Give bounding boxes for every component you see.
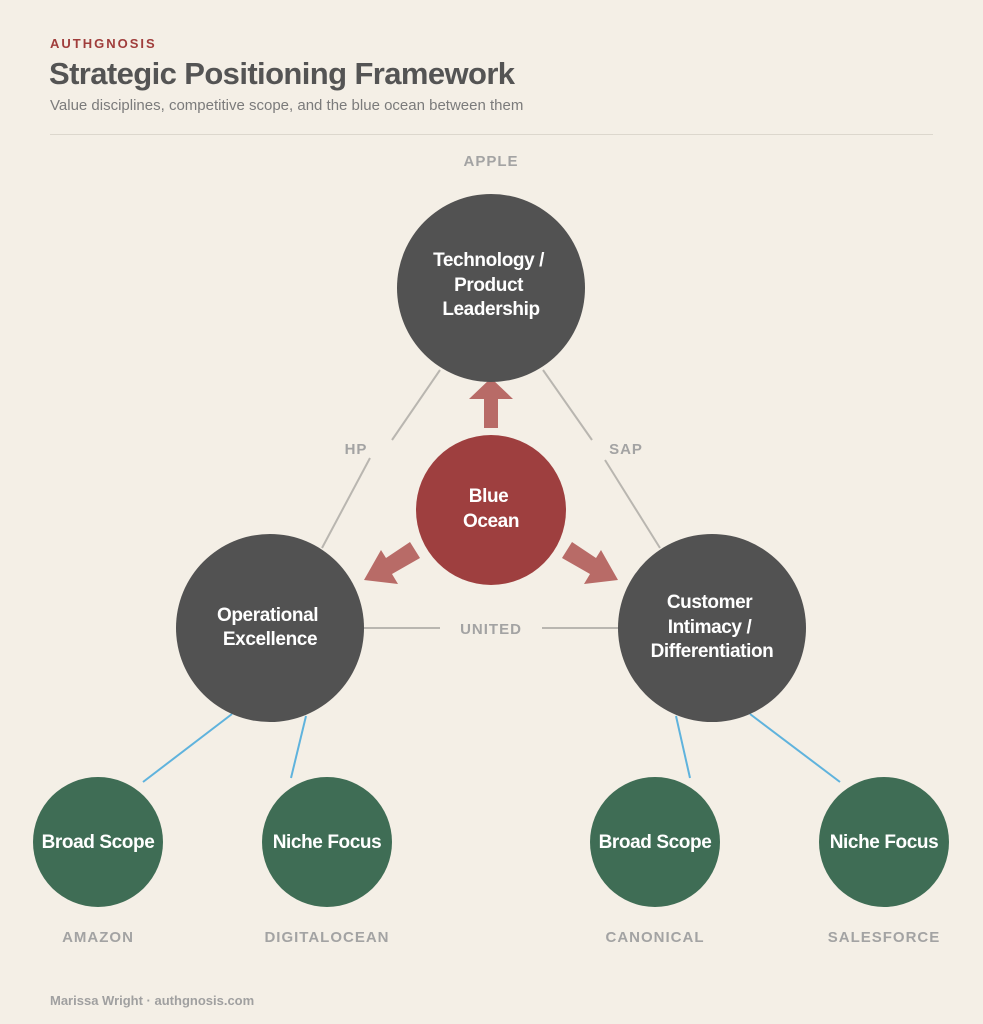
- discipline-technology-circle: [397, 194, 585, 382]
- edge-tech-ops-lower: [321, 457, 371, 549]
- example-label-canonical: CANONICAL: [606, 929, 705, 946]
- discipline-operational-label: Operational Excellence: [217, 605, 323, 650]
- page-subtitle: Value disciplines, competitive scope, an…: [50, 97, 524, 114]
- scope-ops-niche-label: Niche Focus: [273, 832, 382, 853]
- edge-label-hp: HP: [345, 441, 368, 458]
- edge-tech-cust-upper: [542, 369, 593, 441]
- scope-cust-broad-circle: [590, 777, 720, 907]
- link-cust-broad: [675, 715, 691, 779]
- arrow-down-right: [562, 542, 618, 584]
- example-label-apple: APPLE: [463, 153, 518, 170]
- discipline-customer-circle: [618, 534, 806, 722]
- edge-label-sap: SAP: [609, 441, 643, 458]
- discipline-technology-label: Technology / Product Leadership: [433, 250, 549, 320]
- scope-ops-broad-label: Broad Scope: [42, 832, 155, 853]
- header-divider: [50, 134, 933, 135]
- footer-credit: Marissa Wright · authgnosis.com: [50, 993, 255, 1008]
- discipline-customer-label: Customer Intimacy / Differentiation: [651, 592, 774, 662]
- blue-ocean-label: Blue Ocean: [463, 486, 519, 532]
- example-label-amazon: AMAZON: [62, 929, 134, 946]
- edge-tech-cust-lower: [604, 459, 661, 549]
- link-ops-broad: [142, 713, 233, 783]
- scope-ops-broad-circle: [33, 777, 163, 907]
- edge-tech-ops-upper: [391, 369, 441, 441]
- edge-label-united: UNITED: [460, 621, 522, 638]
- scope-cust-niche-label: Niche Focus: [830, 832, 939, 853]
- scope-cust-niche-circle: [819, 777, 949, 907]
- page-title: Strategic Positioning Framework: [49, 56, 515, 91]
- scope-cust-broad-label: Broad Scope: [599, 832, 712, 853]
- brand-label: AUTHGNOSIS: [50, 36, 157, 51]
- arrow-down-left: [364, 542, 420, 584]
- link-ops-niche: [290, 715, 307, 779]
- discipline-operational-circle: [176, 534, 364, 722]
- arrow-up: [469, 378, 513, 428]
- scope-ops-niche-circle: [262, 777, 392, 907]
- example-label-salesforce: SALESFORCE: [828, 929, 941, 946]
- blue-ocean-circle: [416, 435, 566, 585]
- example-label-digitalocean: DIGITALOCEAN: [264, 929, 389, 946]
- link-cust-niche: [749, 713, 841, 783]
